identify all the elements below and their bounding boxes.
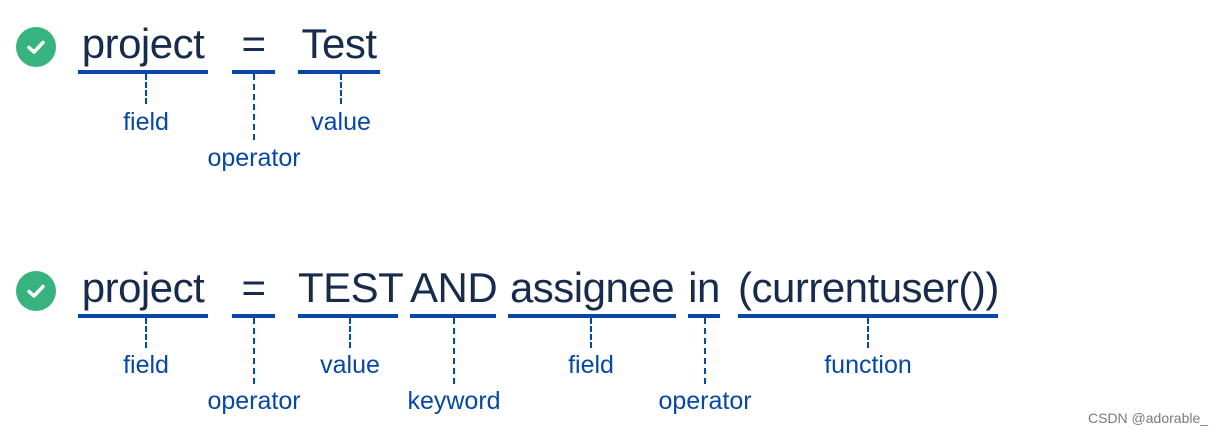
query1-field-connector [145, 74, 147, 104]
check-icon [16, 27, 56, 67]
query2-field2-connector [590, 318, 592, 348]
query1-operator-label: operator [207, 144, 301, 172]
query2-operator1-connector [253, 318, 255, 384]
query2-function-underline [738, 314, 998, 318]
query2-operator1-label: operator [207, 387, 301, 415]
query2-value-underline [298, 314, 398, 318]
query2-value-token: TEST [298, 264, 404, 311]
query2-operator2-label: operator [658, 387, 752, 415]
query1-field-token: project [81, 20, 205, 67]
query2-field1-token: project [81, 264, 205, 311]
query2-function-connector [867, 318, 869, 348]
query1-field-label: field [123, 108, 169, 136]
query2-operator2-token: in [688, 264, 720, 311]
query2-keyword-label: keyword [407, 387, 501, 415]
query2-field1-underline [78, 314, 208, 318]
query2-field2-token: assignee [509, 264, 675, 311]
query2-function-token: (currentuser()) [738, 264, 999, 311]
query2-field1-label: field [123, 351, 169, 379]
query2-value-label: value [320, 351, 380, 379]
query2-operator2-underline [688, 314, 720, 318]
query1-value-underline [298, 70, 380, 74]
query2-field2-label: field [568, 351, 614, 379]
query2-keyword-token: AND [410, 264, 498, 311]
query1-field-underline [78, 70, 208, 74]
watermark: CSDN @adorable_ [1088, 410, 1209, 426]
query2-operator1-token: = [241, 264, 266, 311]
query2-keyword-connector [453, 318, 455, 384]
query2-operator1-underline [232, 314, 275, 318]
query2-field2-underline [508, 314, 676, 318]
query2-value-connector [349, 318, 351, 348]
query2-field1-connector [145, 318, 147, 348]
query1-operator-connector [253, 74, 255, 140]
query1-value-token: Test [301, 20, 377, 67]
query2-keyword-underline [410, 314, 496, 318]
query1-operator-underline [232, 70, 275, 74]
query2-function-label: function [824, 351, 912, 379]
query1-value-label: value [311, 108, 371, 136]
check-icon [16, 271, 56, 311]
query1-value-connector [340, 74, 342, 104]
query1-operator-token: = [241, 20, 266, 67]
query2-operator2-connector [704, 318, 706, 384]
